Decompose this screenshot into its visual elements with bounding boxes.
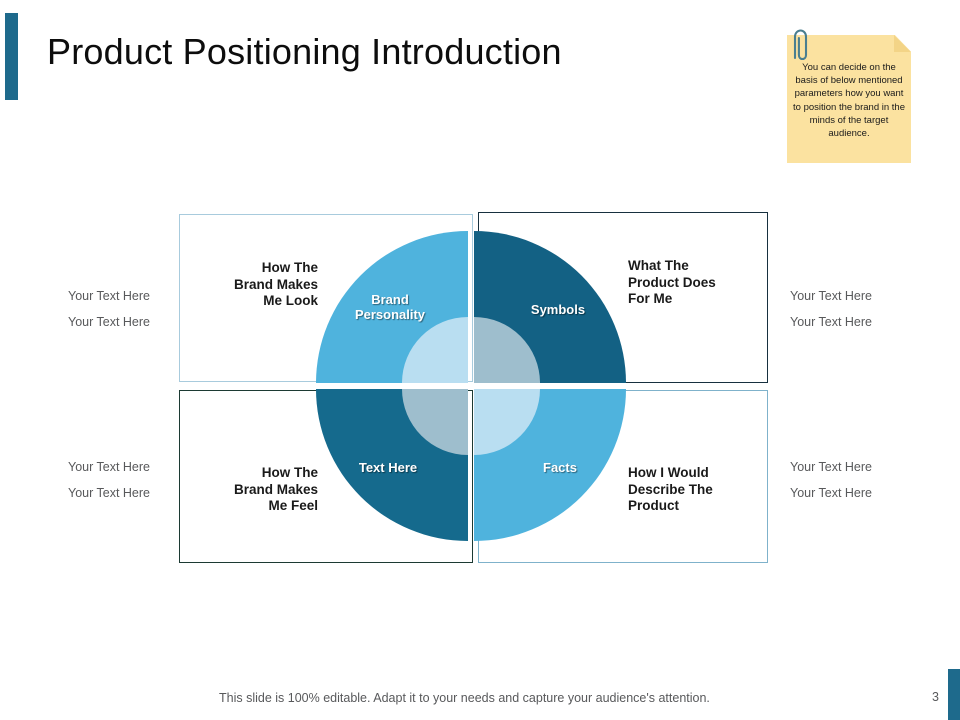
placeholder-line[interactable]: Your Text Here: [68, 460, 150, 474]
inner-slice-top-right: [474, 317, 540, 383]
placeholder-line[interactable]: Your Text Here: [790, 486, 872, 500]
page-title: Product Positioning Introduction: [47, 31, 562, 72]
positioning-donut-chart: [316, 231, 626, 541]
inner-slice-bottom-left: [402, 389, 468, 455]
sticky-note: You can decide on the basis of below men…: [787, 35, 911, 163]
quadrant-heading-bottom-left: How The Brand Makes Me Feel: [233, 465, 318, 513]
placeholder-text-top-left[interactable]: Your Text Here Your Text Here: [68, 283, 150, 335]
inner-slice-bottom-right: [474, 389, 540, 455]
sticky-note-fold: [894, 35, 911, 52]
paperclip-icon: [793, 29, 808, 61]
placeholder-text-top-right[interactable]: Your Text Here Your Text Here: [790, 283, 872, 335]
sticky-note-text: You can decide on the basis of below men…: [793, 62, 905, 140]
placeholder-line[interactable]: Your Text Here: [68, 486, 150, 500]
placeholder-line[interactable]: Your Text Here: [790, 460, 872, 474]
quadrant-heading-top-right: What The Product Does For Me: [628, 258, 716, 306]
quadrant-heading-bottom-right: How I Would Describe The Product: [628, 465, 713, 513]
placeholder-line[interactable]: Your Text Here: [68, 315, 150, 329]
footer-note: This slide is 100% editable. Adapt it to…: [219, 691, 710, 705]
quadrant-heading-top-left: How The Brand Makes Me Look: [233, 260, 318, 308]
bottom-right-accent-bar: [948, 669, 960, 720]
inner-slice-top-left: [402, 317, 468, 383]
placeholder-line[interactable]: Your Text Here: [68, 289, 150, 303]
top-left-accent-bar: [5, 13, 18, 100]
placeholder-line[interactable]: Your Text Here: [790, 289, 872, 303]
placeholder-text-bottom-left[interactable]: Your Text Here Your Text Here: [68, 454, 150, 506]
placeholder-text-bottom-right[interactable]: Your Text Here Your Text Here: [790, 454, 872, 506]
page-number: 3: [932, 690, 939, 704]
placeholder-line[interactable]: Your Text Here: [790, 315, 872, 329]
